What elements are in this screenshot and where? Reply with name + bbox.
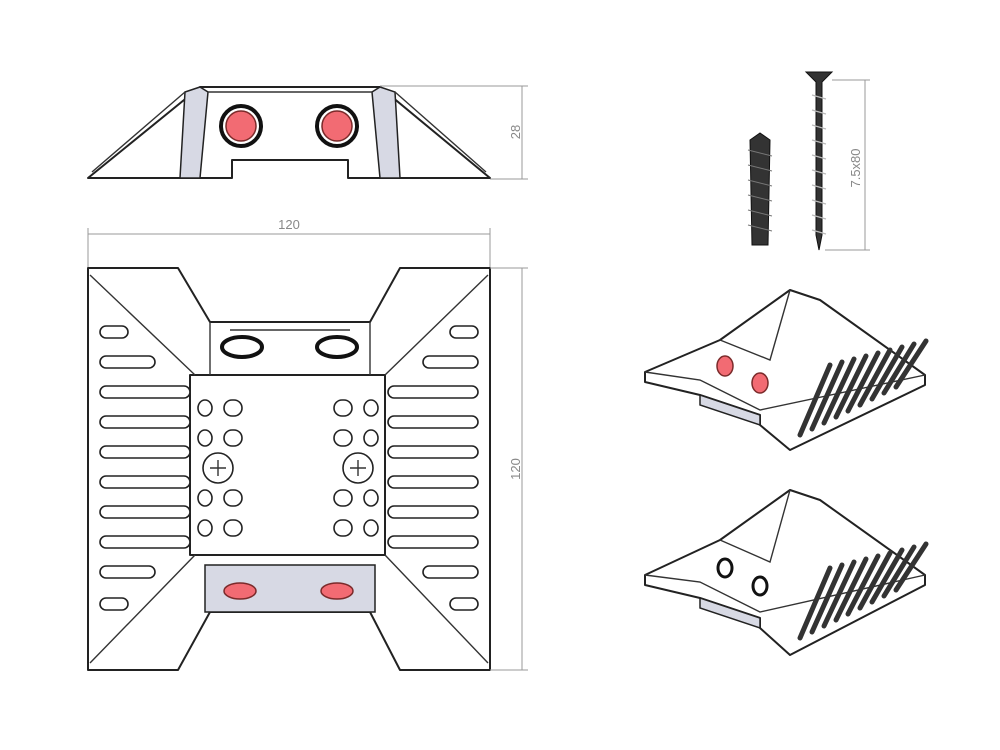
square-slot bbox=[333, 399, 353, 417]
cooling-slot bbox=[99, 445, 191, 459]
width-dimension: 120 bbox=[87, 217, 491, 268]
wall-plug-icon bbox=[747, 132, 773, 246]
iso-slot bbox=[821, 356, 857, 426]
reflector-left bbox=[225, 110, 257, 142]
square-slot bbox=[333, 429, 353, 447]
cooling-slot bbox=[387, 385, 479, 399]
isometric-view-plain bbox=[644, 489, 929, 656]
cooling-slot bbox=[387, 445, 479, 459]
cooling-slot bbox=[99, 535, 191, 549]
dimension-height: 28 bbox=[508, 125, 523, 139]
cooling-slot bbox=[387, 415, 479, 429]
length-dimension: 120 bbox=[490, 267, 528, 671]
iso-slot bbox=[869, 344, 905, 402]
iso-slot bbox=[845, 553, 881, 617]
iso-slot bbox=[845, 350, 881, 414]
iso-slot bbox=[797, 362, 833, 438]
iso-slot bbox=[833, 556, 869, 623]
side-elevation-view: 28 bbox=[87, 85, 528, 180]
iso-slot bbox=[809, 562, 845, 635]
cooling-slot bbox=[99, 597, 129, 611]
square-slot bbox=[223, 429, 243, 447]
square-slot bbox=[363, 399, 379, 417]
iso-slot bbox=[893, 541, 929, 593]
iso-slot bbox=[893, 338, 929, 390]
reflector-right bbox=[321, 110, 353, 142]
dimension-screw: 7.5x80 bbox=[848, 148, 863, 187]
reflector-bottom-left bbox=[223, 582, 257, 600]
iso-slot bbox=[809, 359, 845, 432]
cooling-slot bbox=[387, 535, 479, 549]
iso-slot bbox=[881, 341, 917, 396]
dimension-width: 120 bbox=[278, 217, 300, 232]
cooling-slot bbox=[99, 325, 129, 339]
square-slot bbox=[333, 519, 353, 537]
square-slot bbox=[197, 519, 213, 537]
cooling-slot bbox=[99, 475, 191, 489]
square-slot bbox=[223, 519, 243, 537]
cooling-slot bbox=[99, 385, 191, 399]
cooling-slot bbox=[99, 505, 191, 519]
iso-slot bbox=[821, 559, 857, 629]
dimension-length: 120 bbox=[508, 458, 523, 480]
reflector-bottom-right bbox=[320, 582, 354, 600]
cooling-slot bbox=[422, 565, 479, 579]
cooling-slot bbox=[449, 325, 479, 339]
cooling-slot bbox=[387, 505, 479, 519]
square-slot bbox=[333, 489, 353, 507]
square-slot bbox=[197, 489, 213, 507]
screw-icon: 7.5x80 bbox=[804, 71, 870, 251]
square-slot bbox=[197, 399, 213, 417]
iso-slot bbox=[797, 565, 833, 641]
iso-slot bbox=[857, 347, 893, 408]
square-slot bbox=[363, 489, 379, 507]
isometric-view-red-reflectors bbox=[644, 289, 929, 451]
cooling-slot bbox=[422, 355, 479, 369]
cooling-slot bbox=[99, 355, 156, 369]
cooling-slot bbox=[387, 475, 479, 489]
cooling-slot bbox=[449, 597, 479, 611]
iso-slot bbox=[857, 550, 893, 611]
iso-slot bbox=[833, 353, 869, 420]
square-slot bbox=[363, 519, 379, 537]
square-slot bbox=[197, 429, 213, 447]
cooling-slot bbox=[99, 415, 191, 429]
plan-view bbox=[87, 267, 491, 671]
square-slot bbox=[223, 489, 243, 507]
iso-slot bbox=[869, 547, 905, 605]
iso-slot bbox=[881, 544, 917, 599]
cooling-slot bbox=[99, 565, 156, 579]
square-slot bbox=[363, 429, 379, 447]
square-slot bbox=[223, 399, 243, 417]
